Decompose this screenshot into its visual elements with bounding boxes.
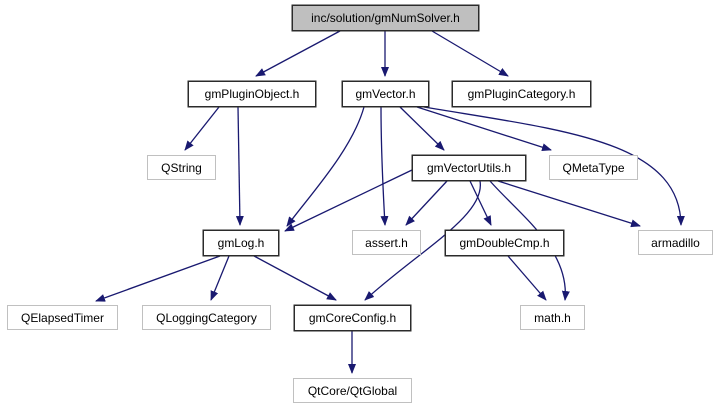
graph-edge-gmVector-to-assert — [380, 106, 389, 226]
graph-node-label: QMetaType — [562, 160, 625, 175]
graph-node-label: gmPluginCategory.h — [467, 87, 576, 101]
graph-edge-gmLog-to-QLoggingCategory — [210, 255, 230, 301]
graph-node-QMetaType[interactable]: QMetaType — [549, 155, 638, 180]
graph-node-root[interactable]: inc/solution/gmNumSolver.h — [292, 5, 479, 31]
graph-edge-root-to-gmPluginObject — [255, 30, 341, 77]
graph-edge-gmVectorUtils-to-gmLog — [284, 169, 413, 232]
graph-edge-gmLog-to-gmCoreConfig — [253, 255, 337, 301]
graph-edge-gmVectorUtils-to-armadillo — [497, 180, 641, 228]
graph-node-label: gmLog.h — [217, 236, 265, 250]
graph-node-gmLog[interactable]: gmLog.h — [203, 230, 279, 256]
graph-edge-gmPluginObject-to-gmLog — [235, 106, 244, 226]
graph-edge-gmDoubleCmp-to-math — [507, 255, 547, 301]
graph-node-label: QString — [161, 160, 202, 175]
graph-node-gmPluginCategory[interactable]: gmPluginCategory.h — [452, 81, 591, 107]
graph-node-label: QLoggingCategory — [156, 310, 257, 325]
graph-edge-root-to-gmPluginCategory — [431, 30, 509, 77]
graph-node-label: gmCoreConfig.h — [308, 311, 397, 325]
graph-node-label: armadillo — [651, 235, 700, 250]
graph-node-label: assert.h — [365, 235, 408, 250]
graph-node-label: QtCore/QtGlobal — [307, 383, 398, 398]
graph-node-assert[interactable]: assert.h — [352, 230, 421, 255]
graph-node-label: gmVectorUtils.h — [426, 161, 512, 175]
graph-node-gmVector[interactable]: gmVector.h — [342, 81, 429, 107]
graph-edge-gmVectorUtils-to-assert — [405, 180, 448, 226]
graph-edge-gmLog-to-QElapsedTimer — [95, 255, 221, 302]
graph-node-label: QElapsedTimer — [21, 310, 104, 325]
graph-node-QtCoreQtGlobal[interactable]: QtCore/QtGlobal — [293, 378, 412, 403]
graph-node-label: gmVector.h — [355, 87, 416, 101]
graph-node-math[interactable]: math.h — [520, 305, 585, 330]
graph-node-QString[interactable]: QString — [147, 155, 216, 180]
graph-node-label: gmDoubleCmp.h — [459, 236, 550, 250]
graph-node-label: math.h — [534, 310, 571, 325]
graph-node-gmVectorUtils[interactable]: gmVectorUtils.h — [412, 155, 526, 181]
graph-edge-gmVector-to-gmVectorUtils — [399, 106, 445, 151]
graph-node-label: inc/solution/gmNumSolver.h — [311, 11, 460, 25]
graph-edge-gmVector-to-gmLog — [286, 106, 365, 227]
graph-edge-gmVectorUtils-to-gmDoubleCmp — [469, 180, 492, 226]
graph-edge-gmVector-to-QMetaType — [416, 106, 552, 152]
graph-node-QElapsedTimer[interactable]: QElapsedTimer — [7, 305, 118, 330]
graph-node-QLoggingCategory[interactable]: QLoggingCategory — [142, 305, 271, 330]
graph-node-label: gmPluginObject.h — [204, 87, 300, 101]
graph-node-armadillo[interactable]: armadillo — [638, 230, 713, 255]
graph-edge-gmVector-to-armadillo — [423, 106, 685, 226]
graph-edge-gmPluginObject-to-QString — [184, 106, 220, 151]
graph-node-gmCoreConfig[interactable]: gmCoreConfig.h — [294, 305, 411, 331]
graph-node-gmDoubleCmp[interactable]: gmDoubleCmp.h — [445, 230, 564, 256]
graph-node-gmPluginObject[interactable]: gmPluginObject.h — [188, 81, 316, 107]
